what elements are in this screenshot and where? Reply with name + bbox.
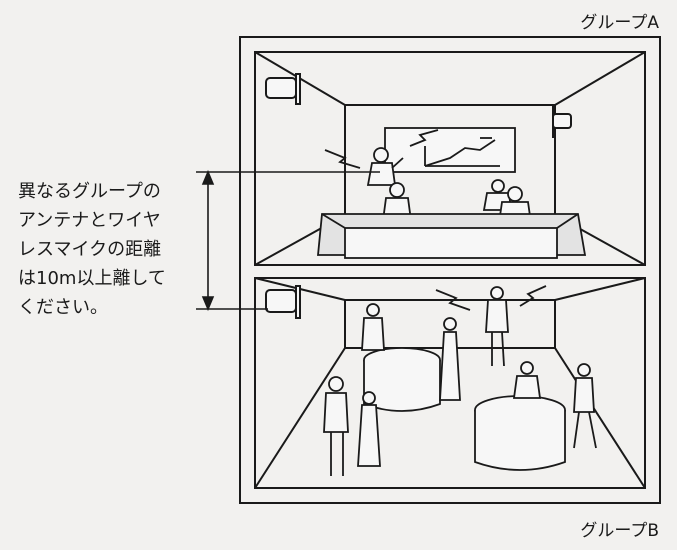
round-table <box>474 395 566 471</box>
wireless-signal-icon <box>435 289 471 311</box>
guest-figure <box>357 391 381 467</box>
note-line: 異なるグループの <box>18 181 161 202</box>
distance-note: 異なるグループの アンテナとワイヤ レスマイクの距離 は10m以上離して くださ… <box>18 177 166 322</box>
building-outline <box>239 36 661 504</box>
note-line: は10m以上離して <box>18 268 166 289</box>
presenter-figure <box>366 147 404 186</box>
group-b-label: グループB <box>580 521 659 541</box>
speaker-antenna-icon <box>265 73 301 105</box>
distance-dimension <box>201 169 215 312</box>
wireless-signal-icon <box>324 149 361 169</box>
note-line: アンテナとワイヤ <box>18 210 161 231</box>
stage-tables <box>317 213 587 259</box>
speaker-antenna-icon <box>552 104 572 138</box>
audience-figure <box>482 179 513 211</box>
guest-figure <box>512 361 542 399</box>
guest-figure <box>361 303 385 351</box>
note-line: ください。 <box>18 297 108 318</box>
guest-figure <box>573 363 597 449</box>
group-a-label: グループA <box>580 13 659 33</box>
note-line: レスマイクの距離 <box>18 239 162 260</box>
speaker-antenna-icon <box>265 285 301 319</box>
guest-figure <box>323 376 349 476</box>
wireless-signal-icon <box>409 129 439 147</box>
round-table <box>363 347 441 412</box>
wireless-signal-icon <box>519 285 547 307</box>
guest-figure <box>439 317 461 401</box>
presentation-screen <box>384 127 516 173</box>
guest-figure <box>485 286 509 367</box>
